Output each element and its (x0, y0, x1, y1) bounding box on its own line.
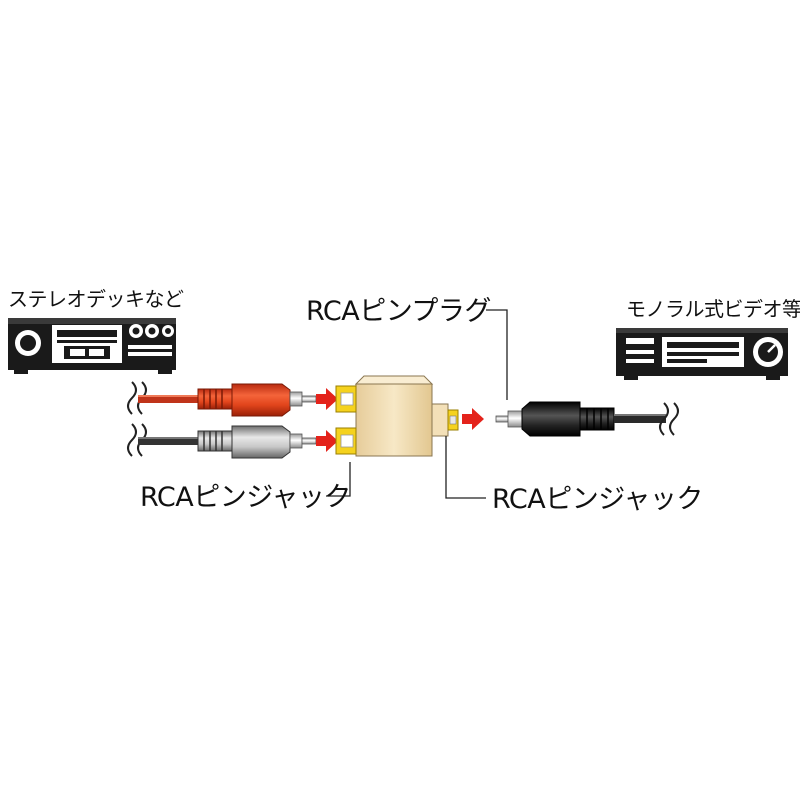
target-device-label: モノラル式ビデオ等 (626, 297, 800, 321)
jack-callout-left-label: RCAピンジャック (140, 482, 351, 513)
right-arrow-icon (316, 388, 338, 410)
plug-callout-label: RCAピンプラグ (306, 296, 491, 327)
jack-socket-top (335, 385, 357, 413)
jack-callout-right-label: RCAピンジャック (492, 484, 703, 515)
source-device-label: ステレオデッキなど (8, 287, 184, 311)
right-arrow-icon (316, 430, 338, 452)
rca-adapter (335, 375, 459, 457)
red-rca-plug (197, 383, 317, 417)
white-cable (127, 423, 200, 457)
white-rca-plug (197, 425, 317, 459)
video-deck-icon (616, 328, 788, 380)
jack-socket-bottom (335, 427, 357, 455)
black-cable (614, 402, 679, 436)
stereo-deck-icon (8, 318, 176, 374)
red-cable (127, 381, 200, 415)
right-arrow-icon (462, 408, 484, 430)
black-rca-plug (495, 401, 615, 437)
callout-lines (326, 309, 508, 499)
